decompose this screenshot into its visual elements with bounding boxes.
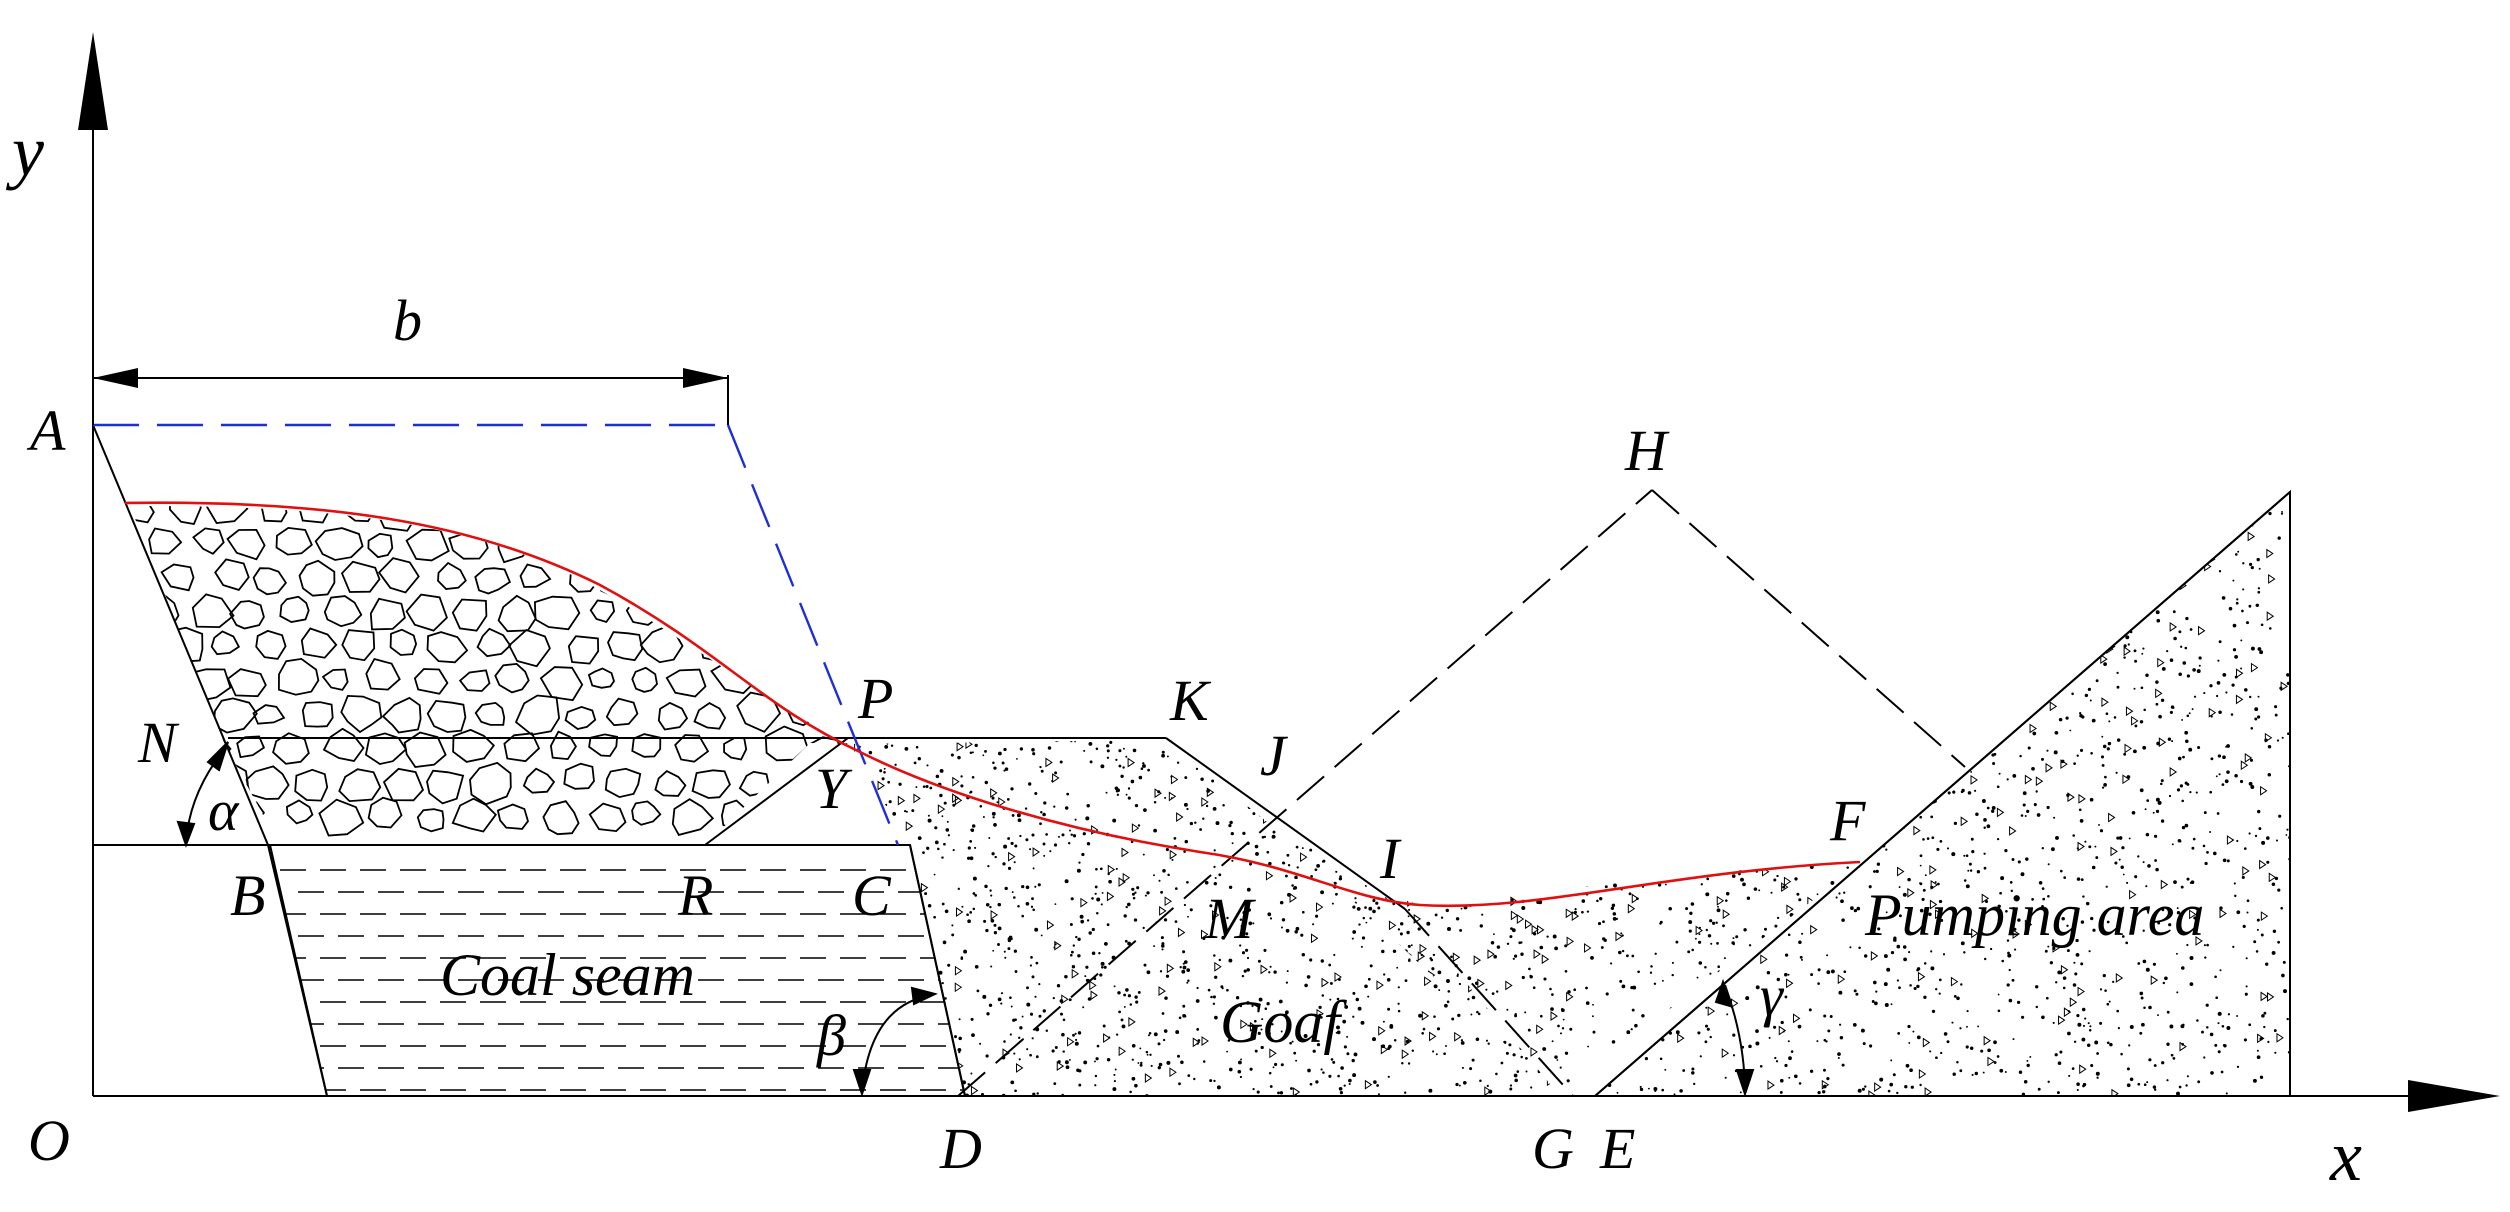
goaf-label: Goaf bbox=[1220, 989, 1347, 1055]
point-I-label: I bbox=[1379, 826, 1402, 891]
point-A-label: A bbox=[26, 398, 66, 463]
point-B-label: B bbox=[230, 863, 265, 928]
point-N-label: N bbox=[137, 710, 180, 775]
x-axis-label: x bbox=[2329, 1116, 2362, 1196]
pumping-area-label: Pumping area bbox=[1864, 882, 2204, 948]
point-P-label: P bbox=[857, 666, 893, 731]
point-H-label: H bbox=[1624, 418, 1670, 483]
point-C-label: C bbox=[852, 863, 892, 928]
point-K-label: K bbox=[1169, 668, 1212, 733]
dimension-b-label: b bbox=[393, 288, 422, 353]
angle-alpha-label: α bbox=[208, 778, 240, 843]
point-R-label: R bbox=[677, 863, 713, 928]
point-G-label: G bbox=[1532, 1116, 1574, 1181]
y-axis-label: y bbox=[5, 111, 44, 191]
dashed-helper-lines bbox=[957, 489, 1966, 1097]
labels: y x O A B C D E F G H I J K M N P R Y α … bbox=[5, 111, 2362, 1196]
coal-seam-region bbox=[268, 844, 967, 1097]
coal-seam-label: Coal seam bbox=[440, 942, 695, 1008]
angle-gamma-marker bbox=[1714, 978, 1755, 1098]
point-D-label: D bbox=[939, 1116, 982, 1181]
angle-alpha-marker bbox=[176, 741, 229, 848]
dimension-b: b bbox=[92, 288, 729, 425]
point-E-label: E bbox=[1599, 1116, 1635, 1181]
y-axis bbox=[78, 32, 108, 1096]
point-M-label: M bbox=[1204, 886, 1256, 951]
red-fill-curve bbox=[124, 501, 1861, 908]
origin-label: O bbox=[28, 1108, 70, 1173]
point-J-label: J bbox=[1260, 723, 1289, 788]
angle-beta-label: β bbox=[816, 1003, 846, 1068]
point-F-label: F bbox=[1829, 788, 1866, 853]
blue-dashed-boundary bbox=[93, 423, 900, 846]
structure-lines bbox=[92, 424, 2291, 1097]
angle-gamma-label: γ bbox=[1760, 963, 1785, 1028]
angle-beta-marker bbox=[852, 986, 938, 1098]
point-Y-label: Y bbox=[815, 756, 853, 821]
